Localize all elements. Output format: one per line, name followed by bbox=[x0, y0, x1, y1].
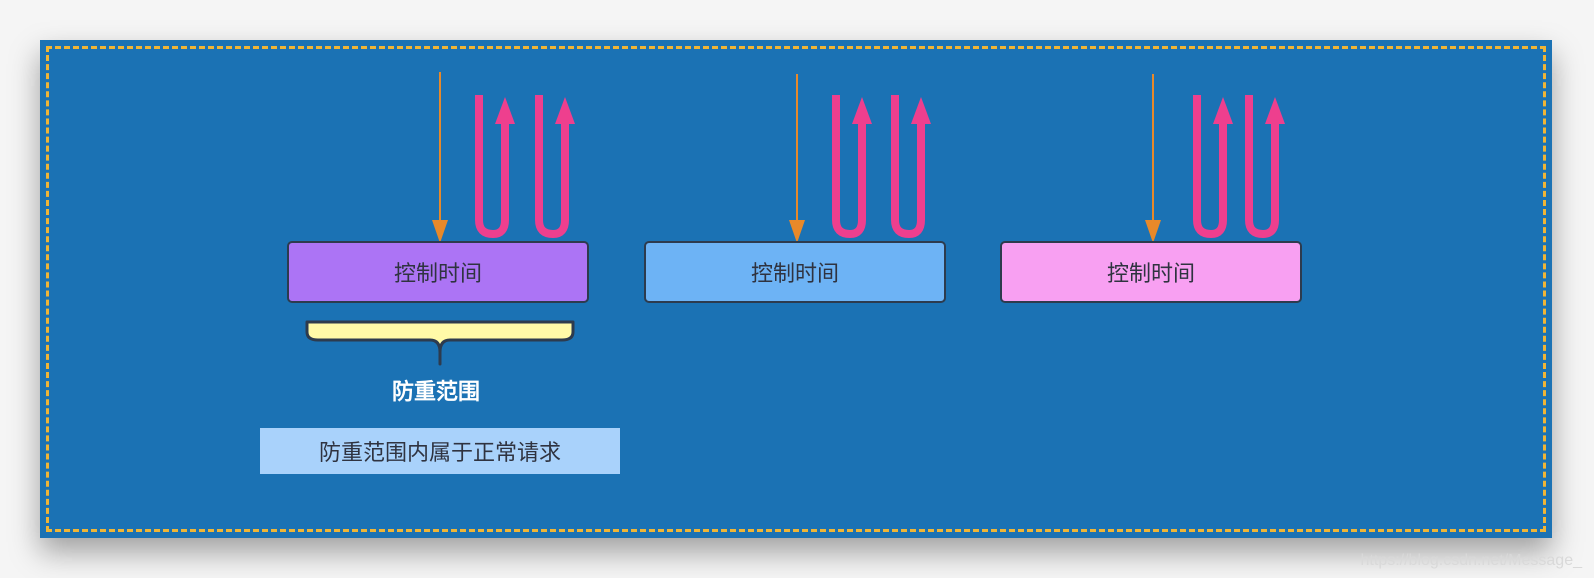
control-time-block-3: 控制时间 bbox=[1000, 241, 1302, 303]
incoming-arrow-1 bbox=[432, 72, 448, 243]
return-arrow-2b bbox=[891, 95, 931, 239]
dedup-note: 防重范围内属于正常请求 bbox=[260, 428, 620, 474]
dedup-note-text: 防重范围内属于正常请求 bbox=[318, 441, 561, 466]
range-brace bbox=[305, 320, 575, 366]
block-label-3: 控制时间 bbox=[1106, 262, 1195, 287]
dedup-range-label: 防重范围 bbox=[391, 380, 480, 405]
dashed-border bbox=[46, 46, 1546, 532]
return-arrow-1a bbox=[475, 95, 515, 239]
block-label-2: 控制时间 bbox=[750, 262, 839, 287]
watermark: https://blog.csdn.net/Message_ bbox=[1360, 552, 1582, 569]
return-arrow-1b bbox=[535, 95, 575, 239]
return-arrow-3b bbox=[1245, 95, 1285, 239]
block-label-1: 控制时间 bbox=[393, 262, 482, 287]
return-arrow-3a bbox=[1193, 95, 1233, 239]
incoming-arrow-2 bbox=[789, 74, 805, 243]
incoming-arrow-3 bbox=[1145, 74, 1161, 243]
control-time-block-2: 控制时间 bbox=[644, 241, 946, 303]
control-time-block-1: 控制时间 bbox=[287, 241, 589, 303]
return-arrow-2a bbox=[832, 95, 872, 239]
